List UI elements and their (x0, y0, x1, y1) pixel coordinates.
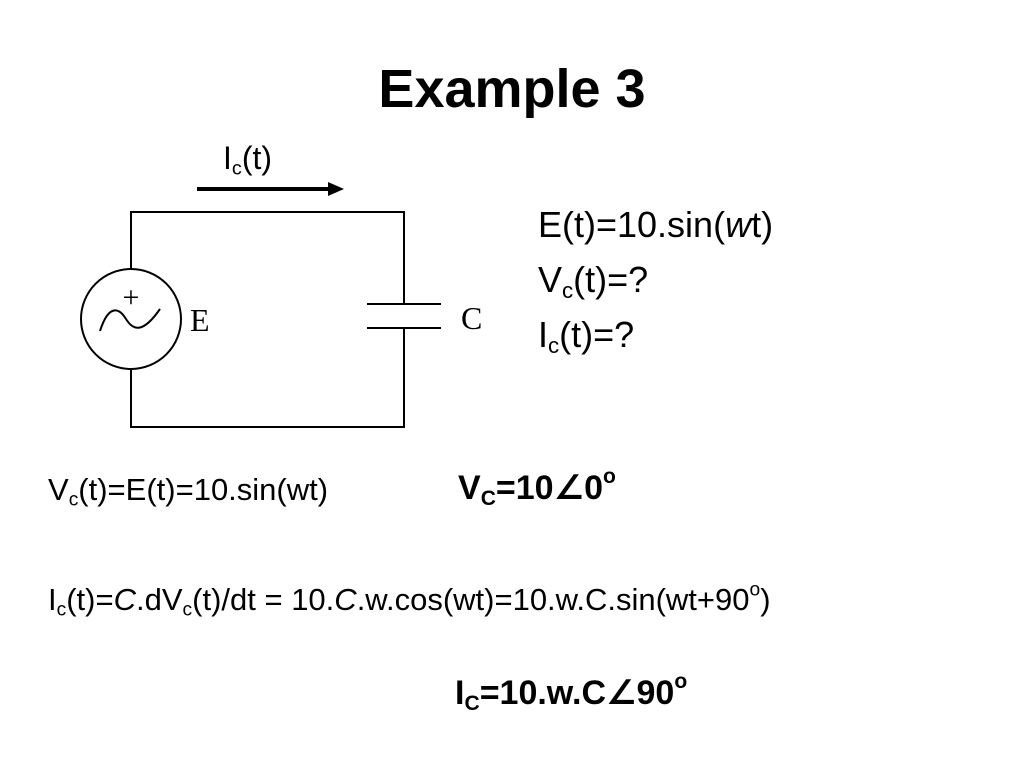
ic-phasor: IC=10.w.C∠90o (455, 670, 688, 715)
given-vc-unknown: Vc(t)=? (538, 259, 649, 304)
wire-top (130, 211, 405, 304)
source-label: E (190, 302, 210, 338)
capacitor-label: C (461, 300, 482, 336)
ac-sine-wave-icon (99, 308, 161, 332)
slide-title: Example 3 (378, 59, 646, 119)
given-source-equation: E(t)=10.sin(wt) (538, 204, 774, 245)
current-label: Ic(t) (223, 140, 273, 180)
given-ic-unknown: Ic(t)=? (538, 314, 635, 359)
ac-source-circle (80, 268, 182, 370)
plus-sign: + (123, 281, 140, 314)
angle-symbol: ∠ (553, 469, 585, 507)
angle-symbol: ∠ (606, 674, 637, 712)
ic-time-equation: Ic(t)=C.dVc(t)/dt = 10.C.w.cos(wt)=10.w.… (48, 579, 771, 621)
wire-bottom (130, 328, 405, 428)
current-arrow-head (328, 182, 344, 196)
vc-phasor: VC=10∠0o (458, 465, 616, 510)
vc-time-equation: Vc(t)=E(t)=10.sin(wt) (48, 472, 329, 511)
